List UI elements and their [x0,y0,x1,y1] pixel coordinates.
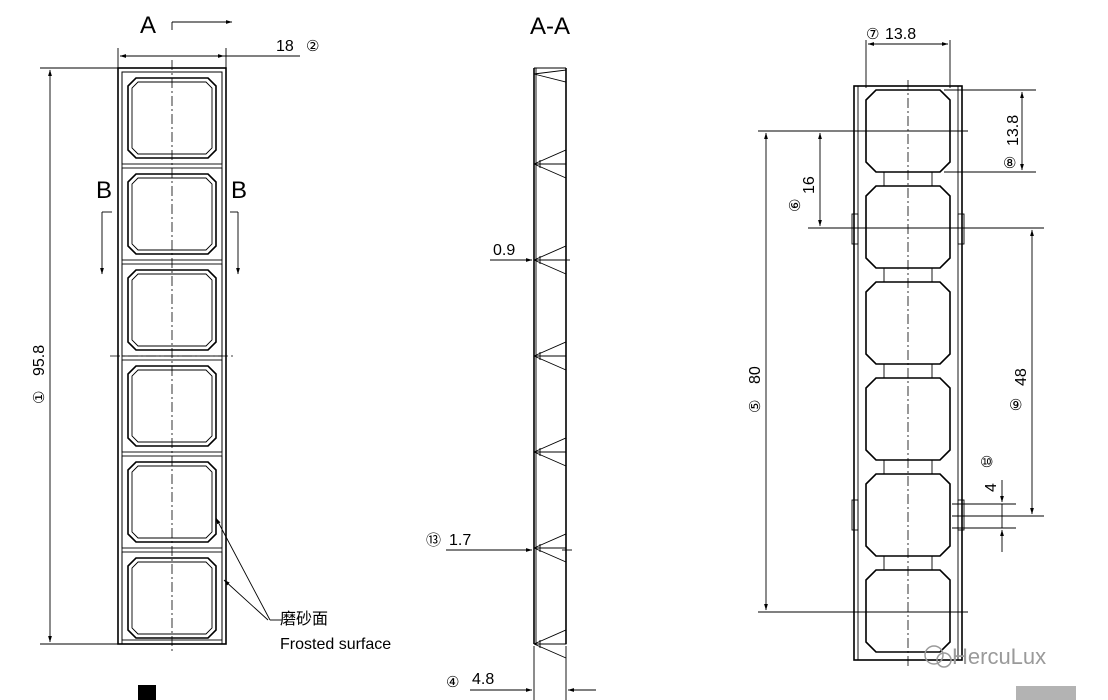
dim-5-value: 80 [747,366,764,384]
note-cn: 磨砂面 [280,610,328,628]
section-top-tooth [533,69,567,83]
dimension-thickness: 0.9 [490,242,570,262]
front-lens-window [127,269,217,351]
section-tooth [533,149,567,165]
dimension-9: 48 ⑨ [952,229,1044,517]
dim-4-mark: ④ [446,674,459,691]
dim-2-mark: ② [306,38,319,55]
dimension-13: ⑬ 1.7 [426,532,572,552]
side-clip-right [957,499,965,531]
side-lens-block [865,281,951,365]
side-lens-block [865,185,951,269]
section-tooth [533,533,567,549]
front-lens-inner [131,81,213,155]
front-lens-window [127,173,217,255]
dim-7-mark: ⑦ [866,26,879,43]
section-view-title: A-A [530,13,570,40]
section-tooth [533,629,567,645]
dim-13-mark: ⑬ [426,532,441,549]
section-tooth [533,437,567,453]
front-lens-window [127,557,217,639]
dim-8-mark: ⑧ [1003,155,1016,172]
dimension-4: ④ 4.8 [446,646,596,700]
section-view [533,67,567,659]
section-tooth-edge [533,163,567,179]
section-tooth-edge [533,547,567,563]
side-clip-left [851,499,859,531]
dim-5-mark: ⑤ [747,400,764,413]
side-clip-left [851,213,859,245]
front-lens-window [127,461,217,543]
section-tooth [533,341,567,357]
section-b-right-label: B [231,177,247,204]
dimension-1: 95.8 ① [31,67,118,645]
side-cells [851,89,965,653]
thickness-value: 0.9 [493,242,515,259]
dim-8-value: 13.8 [1005,115,1022,146]
side-view-b [851,80,965,666]
section-a-label: A [140,12,156,39]
side-lens-block [865,569,951,653]
dim-10-mark: ⑩ [980,454,993,471]
front-lens-inner [131,177,213,251]
side-lens-block [865,473,951,557]
section-tooth-edge [533,451,567,467]
side-lens-block [865,89,951,173]
corner-gray-block [1016,686,1076,700]
section-arrow-b-left: B [96,177,112,275]
dimension-5: 80 ⑤ [747,130,968,613]
watermark: HercuLux [924,644,1046,669]
dim-2-value: 18 [276,38,294,55]
dim-1-mark: ① [31,391,48,404]
wechat-icon [924,645,944,665]
dim-4-value: 4.8 [472,671,494,688]
frosted-surface-callout: 磨砂面 Frosted surface [215,517,391,653]
dimension-8: 13.8 ⑧ [944,89,1036,173]
dimension-7: ⑦ 13.8 [865,26,951,88]
dim-9-mark: ⑨ [1009,397,1022,414]
dim-10-value: 4 [983,483,1000,492]
dim-6-value: 16 [801,176,818,194]
side-lens-block [865,377,951,461]
front-lens-window [127,77,217,159]
note-en: Frosted surface [280,636,391,653]
dimension-10: 4 ⑩ [952,454,1016,552]
section-arrow-b-right: B [230,177,247,275]
watermark-text: HercuLux [952,644,1046,669]
front-lens-inner [131,465,213,539]
section-tooth-edge [533,259,567,275]
side-clip-right [957,213,965,245]
section-tooth-edge [533,643,567,659]
section-teeth [533,69,567,659]
front-lens-inner [131,561,213,635]
dim-7-value: 13.8 [885,26,916,43]
dimension-6: 16 ⑥ [787,132,1044,229]
black-square-marker [138,685,156,700]
section-tooth [533,245,567,261]
front-lens-inner [131,369,213,443]
section-b-left-label: B [96,177,112,204]
section-tooth-edge [533,355,567,371]
dim-1-value: 95.8 [31,345,48,376]
front-lens-window [127,365,217,447]
front-lens-inner [131,273,213,347]
dim-6-mark: ⑥ [787,199,804,212]
dim-9-value: 48 [1013,368,1030,386]
front-view [110,60,234,652]
section-arrow-a: A [140,12,233,39]
dimension-2: 18 ② [117,38,319,68]
dim-13-value: 1.7 [449,532,471,549]
